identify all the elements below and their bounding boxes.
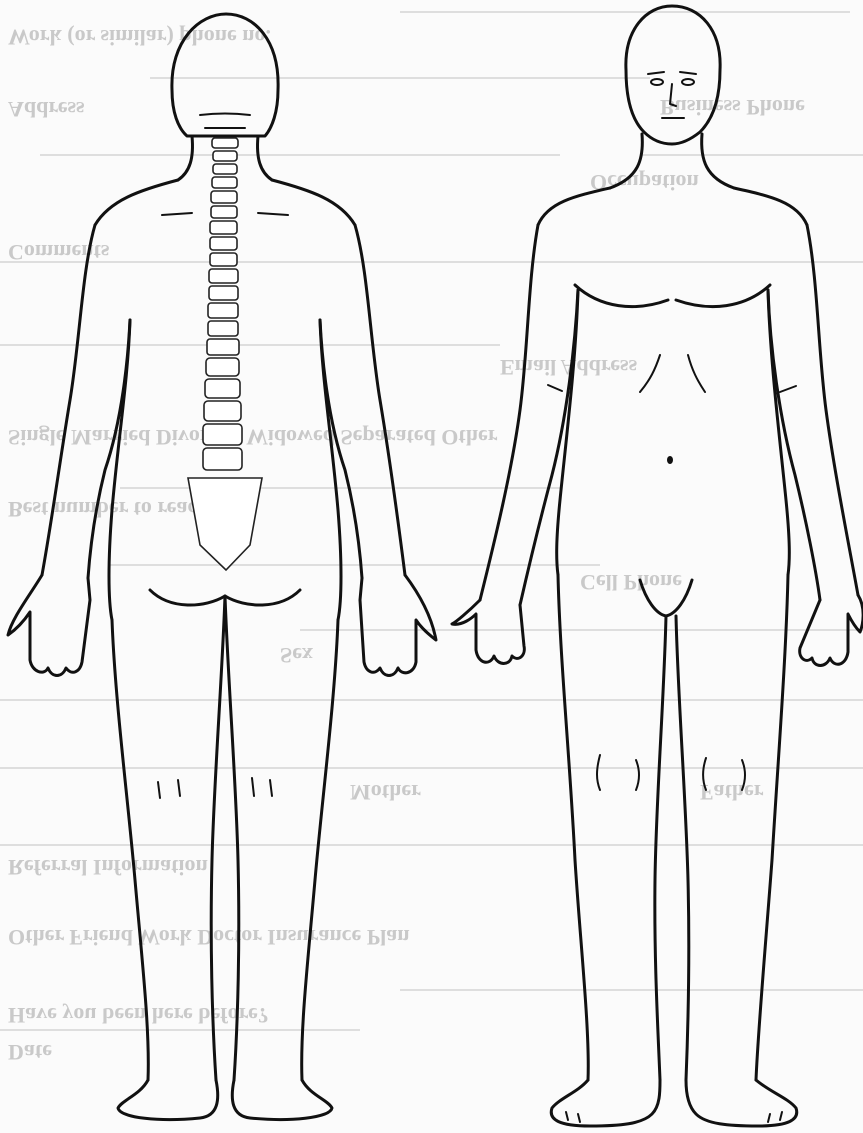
back-right-foot: [232, 1080, 332, 1120]
back-left-foot: [118, 1080, 218, 1120]
bleed-text-11: Mother: [350, 780, 421, 805]
bleed-text-8: Best number to reach: [8, 497, 209, 522]
front-head: [626, 6, 720, 144]
bleed-text-4: Occupation: [590, 170, 699, 195]
front-left-hand: [452, 600, 524, 664]
bleed-text-12: Father: [700, 780, 764, 805]
bleed-through-form: Work (or similar) phone no. Address Busi…: [0, 12, 863, 1065]
bleed-text-9: Cell Phone: [580, 570, 682, 595]
bleed-text-16: Date: [8, 1040, 52, 1065]
bleed-text-13: Referral Information: [8, 855, 208, 880]
bleed-text-5: Comments: [8, 240, 110, 265]
spine-vertebrae: [188, 138, 262, 570]
bleed-text-10: Sex: [280, 643, 313, 668]
bleed-text-1: Work (or similar) phone no.: [8, 25, 271, 50]
bleed-text-15: Have you been here before?: [8, 1003, 269, 1028]
bleed-text-3: Business Phone: [660, 95, 805, 120]
bleed-text-2: Address: [8, 97, 85, 122]
back-left-hand: [8, 575, 90, 676]
back-right-hand: [360, 575, 436, 676]
bleed-text-14: Other Friend Work Doctor Insurance Plan: [8, 925, 410, 950]
bleed-text-7: Single Married Divorced Widowed Separate…: [8, 425, 498, 450]
